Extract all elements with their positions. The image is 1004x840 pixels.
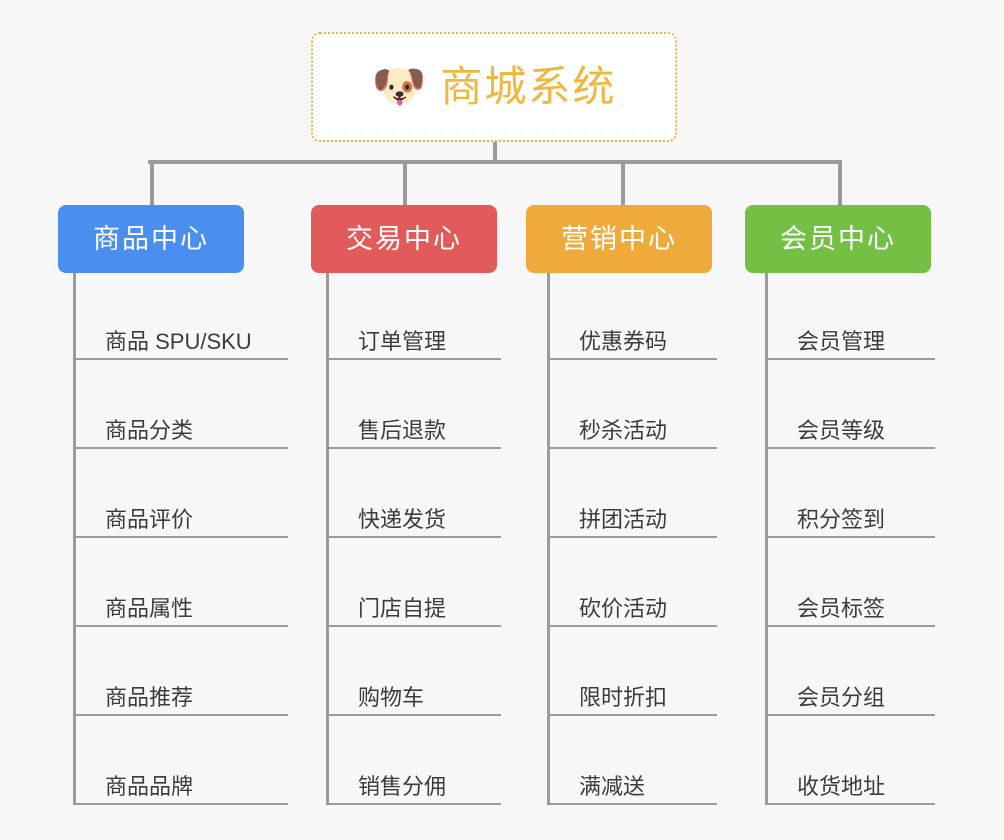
leaf-item-label: 会员标签	[797, 595, 886, 621]
leaf-item-label: 拼团活动	[579, 506, 668, 532]
leaf-item-label: 商品评价	[105, 506, 194, 532]
leaf-item-label: 快递发货	[358, 506, 447, 532]
leaf-item-label: 满减送	[579, 773, 646, 799]
root-node[interactable]: 🐶 商城系统	[311, 32, 677, 142]
category-header-label: 会员中心	[780, 223, 896, 254]
category-column: 营销中心	[526, 205, 712, 273]
leaf-item[interactable]: 优惠券码	[547, 312, 717, 360]
category-header-1[interactable]: 商品中心	[58, 205, 244, 273]
leaf-item-label: 限时折扣	[579, 684, 668, 710]
leaf-item-label: 门店自提	[358, 595, 447, 621]
shiba-dog-face-icon: 🐶	[371, 62, 427, 111]
leaf-item[interactable]: 商品推荐	[73, 668, 288, 716]
leaf-item-label: 砍价活动	[579, 595, 668, 621]
leaf-item-label: 积分签到	[797, 506, 886, 532]
leaf-item[interactable]: 商品评价	[73, 490, 288, 538]
category-header-3[interactable]: 营销中心	[526, 205, 712, 273]
category-column: 交易中心	[311, 205, 497, 273]
category-spine-1	[73, 273, 76, 805]
leaf-item-label: 订单管理	[358, 328, 447, 354]
leaf-item[interactable]: 砍价活动	[547, 579, 717, 627]
leaf-item-label: 售后退款	[358, 417, 447, 443]
connector-drop-4	[838, 160, 842, 205]
leaf-item-label: 收货地址	[797, 773, 886, 799]
leaf-item[interactable]: 会员等级	[765, 401, 935, 449]
leaf-item-label: 商品属性	[105, 595, 194, 621]
leaf-item-label: 购物车	[358, 684, 425, 710]
leaf-item-label: 会员等级	[797, 417, 886, 443]
category-header-label: 交易中心	[346, 223, 462, 254]
leaf-item[interactable]: 门店自提	[326, 579, 501, 627]
connector-drop-1	[150, 160, 154, 205]
category-column: 商品中心	[58, 205, 244, 273]
category-header-4[interactable]: 会员中心	[745, 205, 931, 273]
leaf-item-label: 优惠券码	[579, 328, 668, 354]
leaf-item[interactable]: 满减送	[547, 757, 717, 805]
connector-drop-3	[621, 160, 625, 205]
leaf-item-label: 销售分佣	[358, 773, 447, 799]
leaf-item[interactable]: 会员标签	[765, 579, 935, 627]
leaf-item[interactable]: 商品属性	[73, 579, 288, 627]
leaf-item-label: 商品推荐	[105, 684, 194, 710]
leaf-item[interactable]: 商品品牌	[73, 757, 288, 805]
leaf-item-label: 商品品牌	[105, 773, 194, 799]
category-column: 会员中心	[745, 205, 931, 273]
leaf-item[interactable]: 快递发货	[326, 490, 501, 538]
leaf-item[interactable]: 售后退款	[326, 401, 501, 449]
category-header-label: 营销中心	[561, 223, 677, 254]
category-header-label: 商品中心	[93, 223, 209, 254]
category-spine-2	[326, 273, 329, 805]
leaf-item[interactable]: 积分签到	[765, 490, 935, 538]
leaf-item[interactable]: 销售分佣	[326, 757, 501, 805]
leaf-item-label: 会员分组	[797, 684, 886, 710]
leaf-item[interactable]: 购物车	[326, 668, 501, 716]
leaf-item[interactable]: 会员管理	[765, 312, 935, 360]
leaf-item[interactable]: 限时折扣	[547, 668, 717, 716]
leaf-item-label: 商品 SPU/SKU	[105, 328, 252, 354]
root-node-label: 商城系统	[440, 63, 617, 110]
leaf-item[interactable]: 收货地址	[765, 757, 935, 805]
category-spine-3	[547, 273, 550, 805]
leaf-item[interactable]: 商品 SPU/SKU	[73, 312, 288, 360]
leaf-item[interactable]: 拼团活动	[547, 490, 717, 538]
connector-root-stem	[493, 142, 497, 164]
leaf-item-label: 秒杀活动	[579, 417, 668, 443]
leaf-item[interactable]: 秒杀活动	[547, 401, 717, 449]
category-spine-4	[765, 273, 768, 805]
connector-drop-2	[403, 160, 407, 205]
leaf-item[interactable]: 会员分组	[765, 668, 935, 716]
leaf-item[interactable]: 商品分类	[73, 401, 288, 449]
category-header-2[interactable]: 交易中心	[311, 205, 497, 273]
leaf-item[interactable]: 订单管理	[326, 312, 501, 360]
connector-horizontal-rail	[148, 160, 840, 164]
leaf-item-label: 会员管理	[797, 328, 886, 354]
leaf-item-label: 商品分类	[105, 417, 194, 443]
